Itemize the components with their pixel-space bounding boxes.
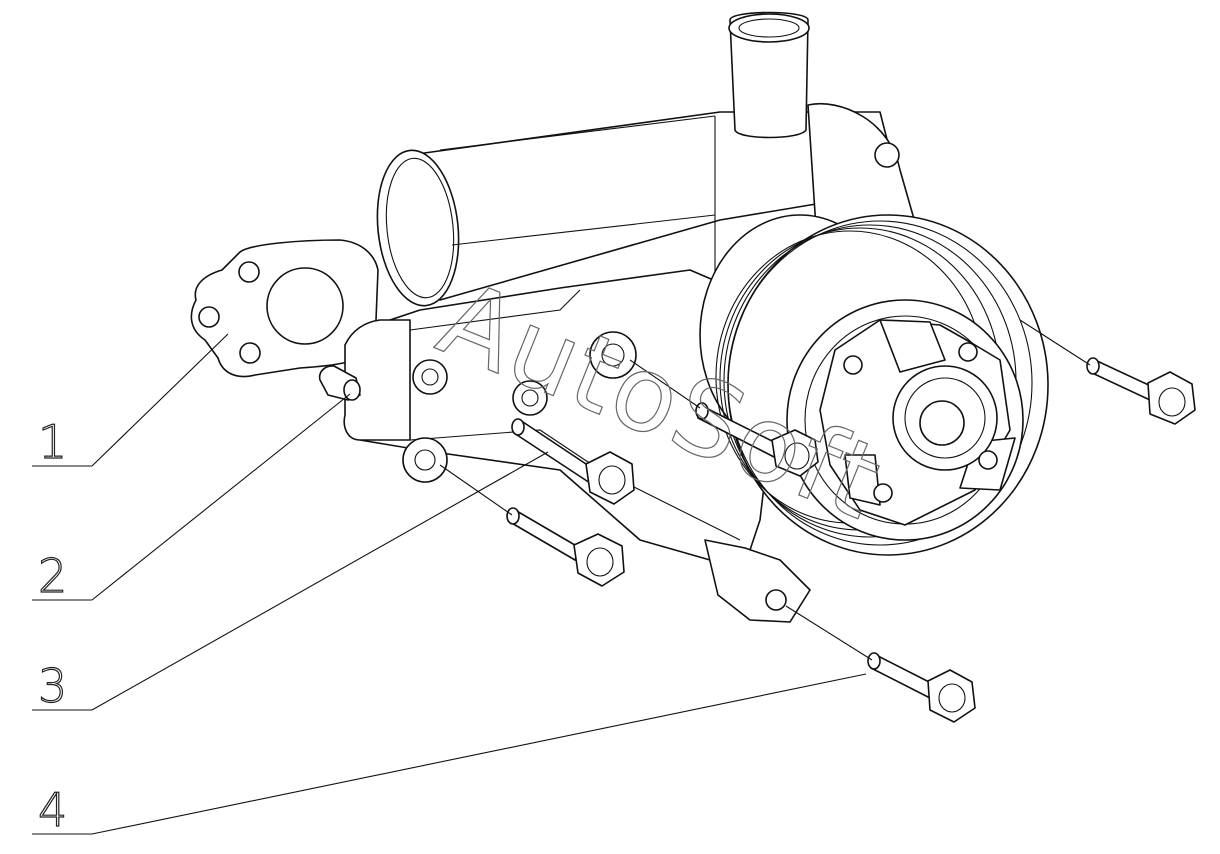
callout-3: 3 (32, 451, 549, 714)
callout-4: 4 (32, 673, 867, 838)
bolt-3 (511, 418, 635, 505)
bolt-upper-right (1086, 357, 1196, 425)
pump-housing (318, 269, 811, 623)
pulley (699, 214, 1049, 556)
callout-1: 1 (32, 333, 229, 470)
bolt-centerlines (439, 319, 1091, 661)
coolant-pipe (376, 11, 921, 307)
bolt-center (695, 402, 819, 477)
callout-label-1: 1 (38, 415, 67, 469)
gasket (190, 239, 379, 378)
bolt-4 (867, 652, 976, 723)
callout-label-2: 2 (38, 549, 67, 603)
callout-label-4: 4 (38, 783, 67, 837)
callout-2: 2 (32, 393, 351, 604)
callout-label-3: 3 (38, 659, 67, 713)
bolt-lower-left (506, 507, 625, 587)
